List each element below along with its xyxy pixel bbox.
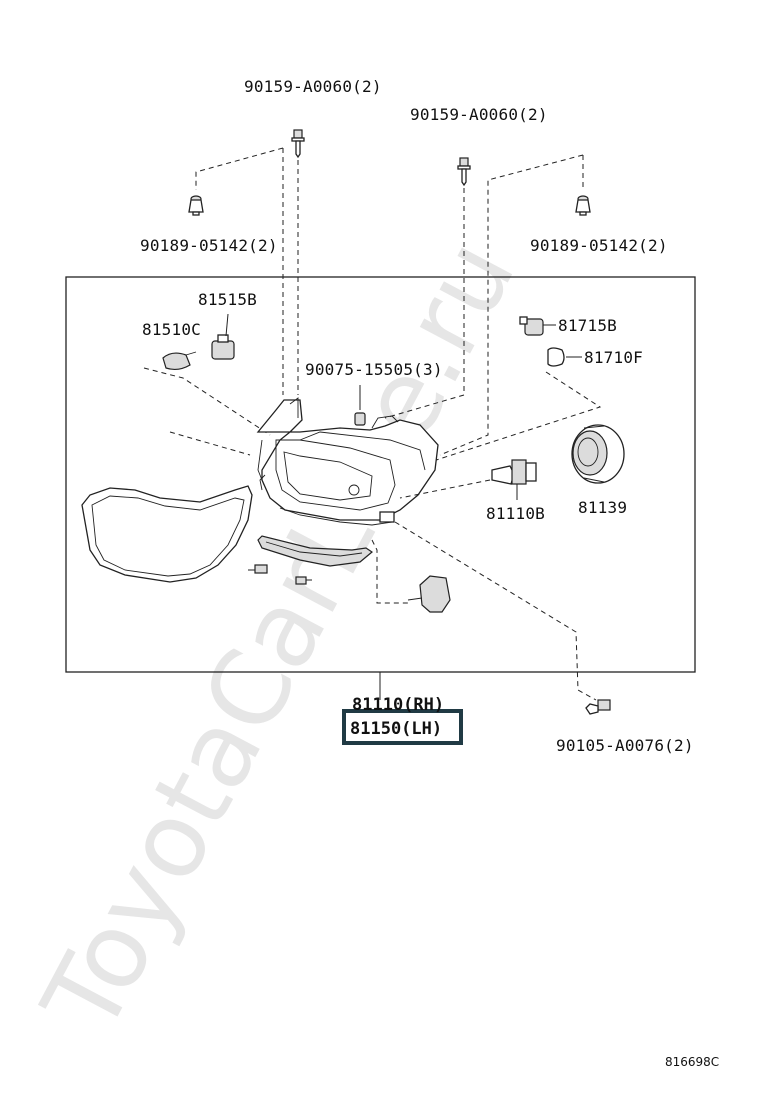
bolt-top-left-icon[interactable] — [291, 129, 305, 159]
bolt-bottom-icon[interactable] — [585, 699, 611, 715]
small-screw-right-icon[interactable] — [295, 576, 312, 585]
cap-icon[interactable] — [571, 424, 625, 484]
bulb-socket-left-icon[interactable] — [211, 313, 235, 360]
bolt-top-mid-icon[interactable] — [457, 157, 471, 187]
clip-right-icon[interactable] — [575, 195, 591, 216]
label-bolt-bottom[interactable]: 90105-A0076(2) — [556, 736, 694, 755]
label-screw-center[interactable]: 90075-15505(3) — [305, 360, 443, 379]
label-assembly-lh[interactable]: 81150(LH) — [350, 719, 442, 739]
label-assembly-rh[interactable]: 81110(RH) — [352, 695, 444, 715]
label-bulb-right[interactable]: 81710F — [584, 348, 643, 367]
screw-center-icon[interactable] — [354, 412, 366, 426]
label-bolt-top-mid[interactable]: 90159-A0060(2) — [410, 105, 548, 124]
headlamp-housing-icon[interactable] — [256, 397, 439, 526]
diagram-code: 816698C — [665, 1055, 719, 1069]
label-socket-right[interactable]: 81715B — [558, 316, 617, 335]
label-bolt-top-left[interactable]: 90159-A0060(2) — [244, 77, 382, 96]
label-bulb-main[interactable]: 81110B — [486, 504, 545, 523]
watermark: ToyotaCarLine.ru — [19, 220, 539, 1052]
bulb-right-icon[interactable] — [547, 347, 582, 367]
label-clip-right[interactable]: 90189-05142(2) — [530, 236, 668, 255]
socket-right-icon[interactable] — [519, 316, 556, 336]
bulb-main-icon[interactable] — [491, 459, 537, 500]
side-marker-icon[interactable] — [257, 535, 374, 567]
lens-icon[interactable] — [81, 485, 253, 583]
leveling-motor-icon[interactable] — [407, 575, 451, 613]
bulb-left-icon[interactable] — [162, 351, 197, 371]
label-bulb-socket-left[interactable]: 81515B — [198, 290, 257, 309]
small-screw-left-icon[interactable] — [248, 564, 268, 574]
label-clip-left[interactable]: 90189-05142(2) — [140, 236, 278, 255]
lh-highlight-box[interactable] — [342, 709, 463, 745]
label-cap[interactable]: 81139 — [578, 498, 627, 517]
clip-left-icon[interactable] — [188, 195, 204, 216]
label-bulb-left[interactable]: 81510C — [142, 320, 201, 339]
